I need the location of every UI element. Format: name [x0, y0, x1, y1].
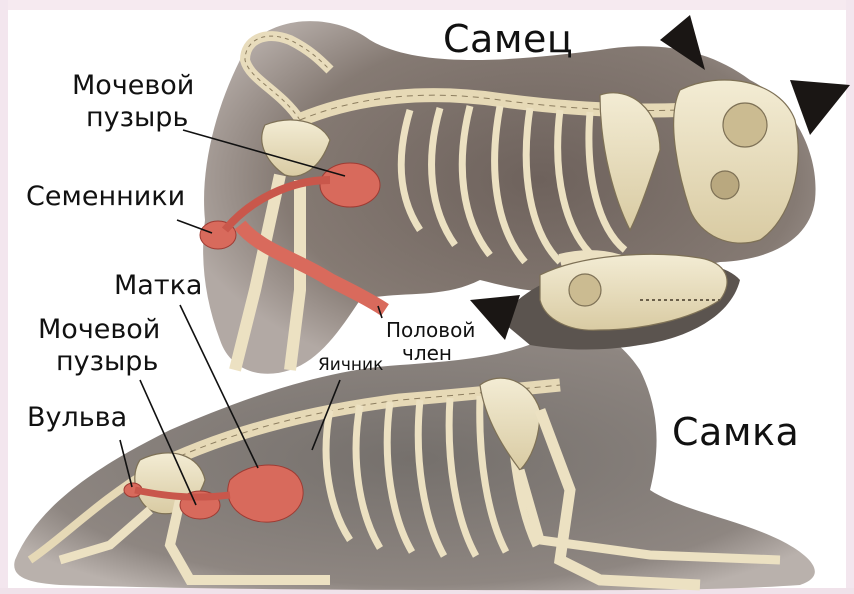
- uterus-organ: [228, 465, 303, 522]
- male-bladder-label-line1: Мочевой: [72, 72, 194, 100]
- female-bladder-label-line1: Мочевой: [38, 316, 160, 344]
- vulva-label: Вульва: [27, 404, 127, 432]
- male-bladder-organ: [320, 163, 380, 207]
- female-title: Самка: [672, 413, 799, 453]
- testes-label: Семенники: [26, 183, 185, 211]
- male-bladder-label-line2: пузырь: [86, 104, 188, 132]
- uterus-label: Матка: [114, 272, 202, 300]
- male-title: Самец: [443, 20, 573, 60]
- female-bladder-label-line2: пузырь: [56, 348, 158, 376]
- ovary-label: Яичник: [318, 357, 383, 375]
- penis-label-line1: Половой: [386, 320, 475, 341]
- female-ear: [470, 295, 520, 340]
- male-ear-right: [790, 80, 850, 135]
- penis-label-line2: член: [402, 343, 452, 364]
